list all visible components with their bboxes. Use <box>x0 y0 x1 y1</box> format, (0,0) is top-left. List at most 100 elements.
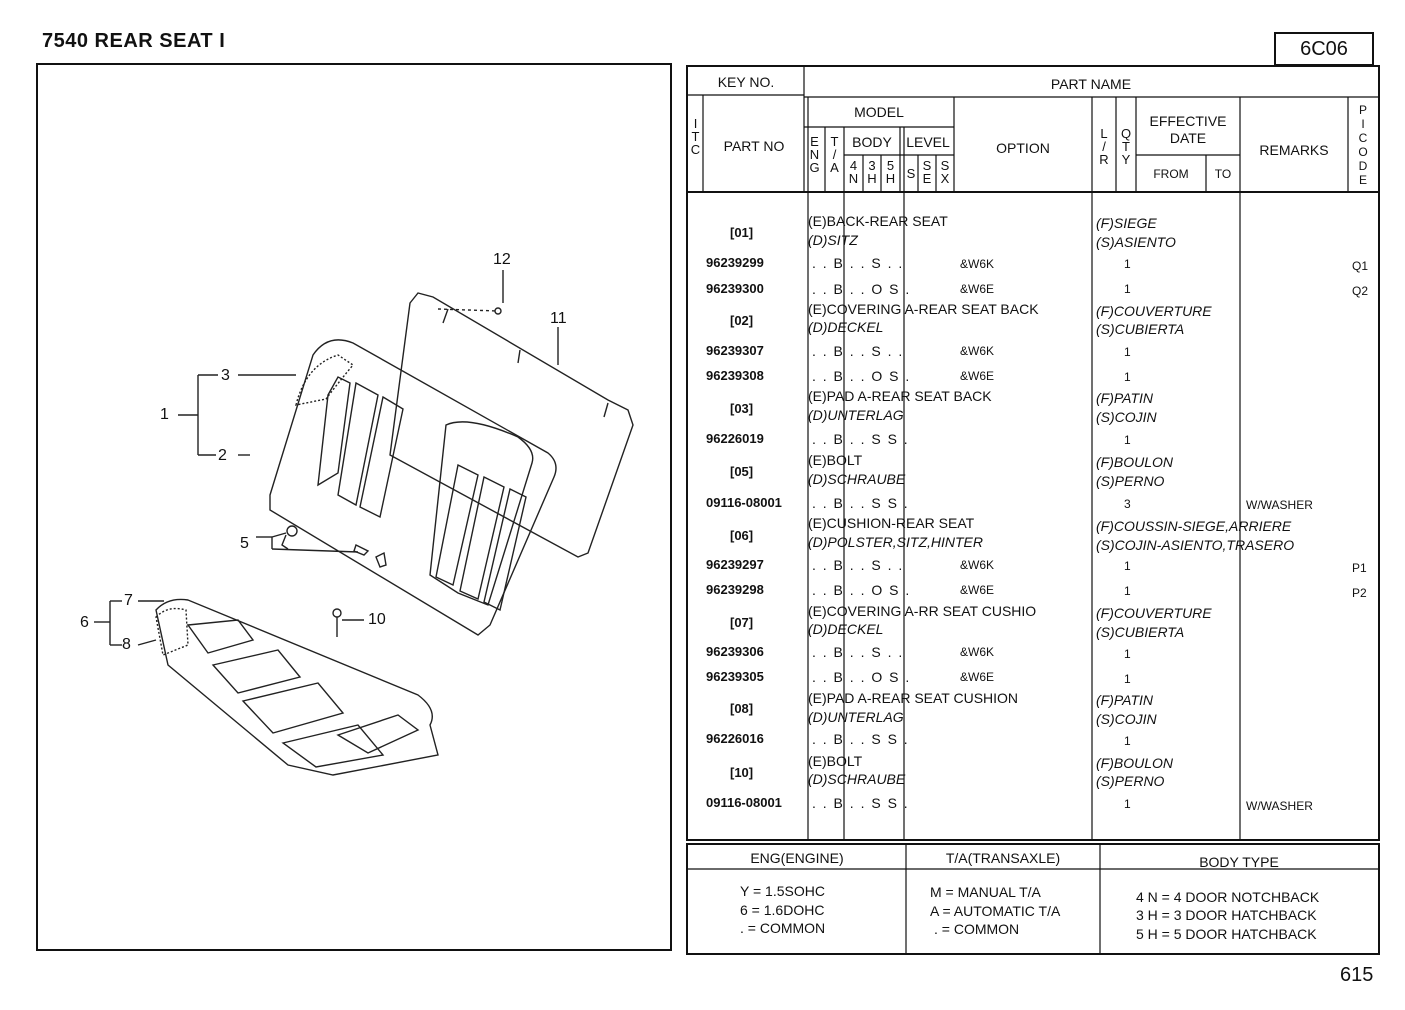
page-code-box: 6C06 <box>1274 32 1374 66</box>
desc-spanish: (S)COJIN <box>1096 409 1157 425</box>
table-grid <box>688 67 1378 839</box>
callout-label: 7 <box>124 592 133 609</box>
callout-label: 6 <box>80 614 89 631</box>
model-codes: . . B . . S . . <box>812 557 903 573</box>
quantity: 1 <box>1124 370 1131 384</box>
desc-french: (F)SIEGE <box>1096 215 1157 231</box>
header-picode: P I C O D E <box>1358 103 1368 187</box>
legend-body-type-title: BODY TYPE <box>1199 854 1279 870</box>
desc-english: (E)PAD A-REAR SEAT BACK <box>808 388 992 404</box>
header-body-4n: 4 N <box>848 158 859 186</box>
legend-engine-line: 6 = 1.6DOHC <box>740 902 825 918</box>
desc-spanish: (S)CUBIERTA <box>1096 624 1185 640</box>
option-code: &W6K <box>960 645 995 659</box>
header-remarks: REMARKS <box>1259 142 1329 158</box>
header-key-no: KEY NO. <box>717 74 775 90</box>
part-number: 96239307 <box>706 343 764 358</box>
quantity: 1 <box>1124 647 1131 661</box>
header-from: FROM <box>1153 167 1189 181</box>
desc-english: (E)BACK-REAR SEAT <box>808 213 948 229</box>
desc-spanish: (S)ASIENTO <box>1096 234 1176 250</box>
model-codes: . . B . . O S . <box>812 368 910 384</box>
header-body: BODY <box>852 134 892 150</box>
quantity: 1 <box>1124 797 1131 811</box>
legend-body-line: 4 N = 4 DOOR NOTCHBACK <box>1136 889 1320 905</box>
legend-transaxle-title: T/A(TRANSAXLE) <box>945 850 1061 866</box>
header-level-se: S E <box>922 158 932 186</box>
legend-body-line: 5 H = 5 DOOR HATCHBACK <box>1136 926 1317 942</box>
key-number: [08] <box>730 701 754 716</box>
desc-german: (D)UNTERLAG <box>808 709 904 725</box>
pi-code: P2 <box>1352 586 1367 600</box>
desc-german: (D)SCHRAUBE <box>808 771 906 787</box>
option-code: &W6K <box>960 344 995 358</box>
model-codes: . . B . . O S . <box>812 281 910 297</box>
header-itc: I T C <box>690 116 701 157</box>
seat-illustration <box>94 270 634 776</box>
header-part-name: PART NAME <box>1050 76 1132 92</box>
desc-spanish: (S)PERNO <box>1096 773 1165 789</box>
header-eng: E N G <box>809 134 820 175</box>
page-number: 615 <box>1340 964 1374 986</box>
legend-transaxle-line: . = COMMON <box>934 921 1020 937</box>
model-codes: . . B . . S . . <box>812 343 903 359</box>
desc-english: (E)COVERING A-REAR SEAT BACK <box>808 301 1039 317</box>
quantity: 1 <box>1124 672 1131 686</box>
parts-table: KEY NO. PART NAME I T C PART NO MODEL E … <box>686 65 1380 841</box>
legend-transaxle-line: A = AUTOMATIC T/A <box>930 903 1061 919</box>
pi-code: Q2 <box>1352 284 1369 298</box>
desc-spanish: (S)CUBIERTA <box>1096 321 1185 337</box>
header-option: OPTION <box>996 140 1050 156</box>
header-body-5h: 5 H <box>885 158 896 186</box>
key-number: [03] <box>730 401 754 416</box>
desc-spanish: (S)COJIN <box>1096 711 1157 727</box>
quantity: 1 <box>1124 257 1131 271</box>
callout-label: 5 <box>240 535 249 552</box>
option-code: &W6E <box>960 670 995 684</box>
desc-german: (D)DECKEL <box>808 621 884 637</box>
code-legend: ENG(ENGINE) T/A(TRANSAXLE) BODY TYPE Y =… <box>686 843 1380 955</box>
part-number: 96239306 <box>706 644 764 659</box>
desc-english: (E)PAD A-REAR SEAT CUSHION <box>808 690 1019 706</box>
callout-label: 10 <box>368 611 386 628</box>
option-code: &W6K <box>960 257 995 271</box>
header-body-3h: 3 H <box>867 158 877 186</box>
header-level-s: S <box>906 166 916 181</box>
remarks: W/WASHER <box>1246 799 1313 813</box>
desc-french: (F)PATIN <box>1096 692 1154 708</box>
model-codes: . . B . . O S . <box>812 669 910 685</box>
desc-english: (E)BOLT <box>808 753 863 769</box>
part-number: 96226019 <box>706 431 764 446</box>
desc-english: (E)BOLT <box>808 452 863 468</box>
desc-french: (F)COUSSIN-SIEGE,ARRIERE <box>1096 518 1292 534</box>
pi-code: P1 <box>1352 561 1367 575</box>
header-lr: L / R <box>1099 126 1109 167</box>
part-number: 96239305 <box>706 669 764 684</box>
part-number: 09116-08001 <box>706 795 782 810</box>
model-codes: . . B . . S . . <box>812 644 903 660</box>
header-to: TO <box>1214 167 1232 181</box>
desc-french: (F)BOULON <box>1096 454 1173 470</box>
option-code: &W6E <box>960 369 995 383</box>
legend-engine-title: ENG(ENGINE) <box>750 850 844 866</box>
key-number: [07] <box>730 615 754 630</box>
legend-engine-line: Y = 1.5SOHC <box>740 883 825 899</box>
desc-german: (D)SCHRAUBE <box>808 471 906 487</box>
callout-label: 11 <box>550 310 567 327</box>
key-number: [02] <box>730 313 754 328</box>
header-level-sx: S X <box>940 158 950 186</box>
header-part-no: PART NO <box>723 138 785 154</box>
callout-label: 2 <box>218 447 227 464</box>
quantity: 1 <box>1124 584 1131 598</box>
exploded-diagram: 12 11 3 1 2 5 7 6 8 10 <box>36 63 672 951</box>
header-level: LEVEL <box>906 134 950 150</box>
remarks: W/WASHER <box>1246 498 1313 512</box>
part-number: 96239300 <box>706 281 764 296</box>
desc-french: (F)BOULON <box>1096 755 1173 771</box>
model-codes: . . B . . S S . <box>812 731 908 747</box>
key-number: [06] <box>730 528 754 543</box>
part-number: 96239298 <box>706 582 764 597</box>
legend-engine-line: . = COMMON <box>740 920 826 936</box>
option-code: &W6K <box>960 558 995 572</box>
key-number: [05] <box>730 464 754 479</box>
